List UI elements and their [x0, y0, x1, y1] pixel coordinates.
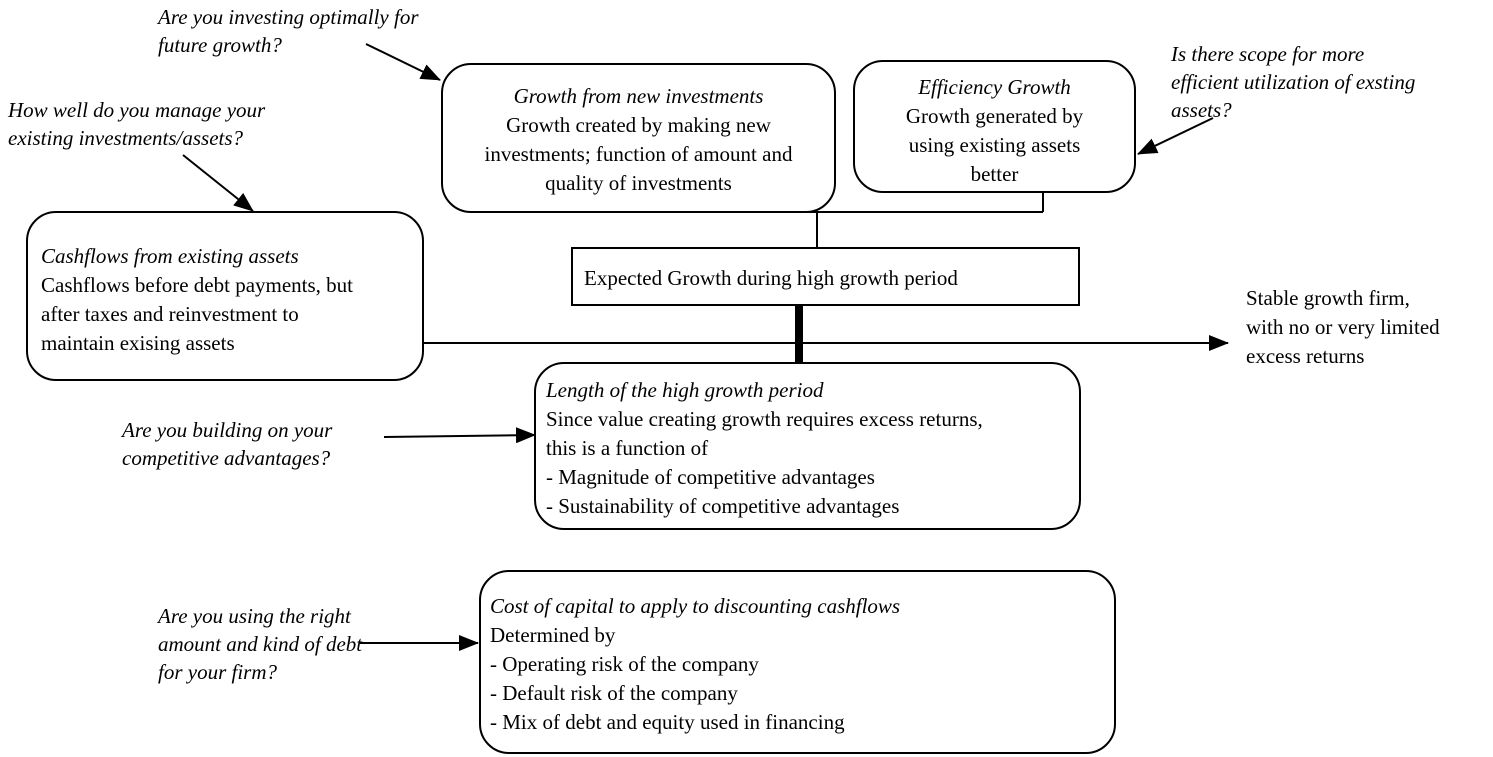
question-investing-line-2: future growth? [158, 33, 282, 57]
box-cashflows-title: Cashflows from existing assets [41, 244, 299, 268]
box-cost-of-capital-line-2: - Operating risk of the company [490, 652, 759, 676]
question-manage-line-1: How well do you manage your [8, 98, 266, 122]
box-cashflows-line-2: after taxes and reinvestment to [41, 302, 299, 326]
box-expected-growth-label: Expected Growth during high growth perio… [584, 266, 958, 290]
box-efficiency-line-2: using existing assets [908, 133, 1081, 157]
box-length-line-2: this is a function of [546, 436, 709, 460]
question-scope: Is there scope for more efficient utiliz… [1171, 40, 1415, 124]
question-debt: Are you using the right amount and kind … [158, 602, 362, 686]
box-efficiency-line-3: better [970, 162, 1019, 186]
box-length-line-3: - Magnitude of competitive advantages [546, 465, 875, 489]
box-new-investments-line-3: quality of investments [545, 171, 732, 195]
box-length-line-4: - Sustainability of competitive advantag… [546, 494, 900, 518]
question-investing-line-1: Are you investing optimally for [158, 5, 419, 29]
stable-growth-text: Stable growth firm, with no or very limi… [1246, 284, 1440, 371]
question-scope-line-2: efficient utilization of exsting [1171, 70, 1416, 94]
question-manage: How well do you manage your existing inv… [8, 96, 265, 152]
question-competitive-line-2: competitive advantages? [122, 446, 331, 470]
stable-growth-line-1: Stable growth firm, [1246, 286, 1410, 310]
question-scope-line-3: assets? [1171, 98, 1232, 122]
question-debt-line-3: for your firm? [158, 660, 278, 684]
question-debt-line-2: amount and kind of debt [158, 632, 363, 656]
box-length-line-1: Since value creating growth requires exc… [546, 407, 983, 431]
question-manage-line-2: existing investments/assets? [8, 126, 244, 150]
box-efficiency-title: Efficiency Growth [918, 75, 1071, 99]
box-cost-of-capital-line-3: - Default risk of the company [490, 681, 738, 705]
box-cost-of-capital-line-1: Determined by [490, 623, 616, 647]
box-length: Length of the high growth period Since v… [534, 362, 1081, 530]
box-cashflows-line-1: Cashflows before debt payments, but [41, 273, 354, 297]
question-scope-line-1: Is there scope for more [1171, 42, 1365, 66]
box-length-title: Length of the high growth period [546, 378, 824, 402]
box-cashflows: Cashflows from existing assets Cashflows… [26, 211, 424, 381]
box-new-investments-line-1: Growth created by making new [506, 113, 771, 137]
stable-growth-line-3: excess returns [1246, 344, 1365, 368]
box-expected-growth: Expected Growth during high growth perio… [571, 247, 1080, 306]
question-debt-line-1: Are you using the right [158, 604, 351, 628]
arrow-scope-question [1137, 117, 1214, 155]
stable-growth-line-2: with no or very limited [1246, 315, 1440, 339]
arrow-competitive-question [383, 427, 536, 444]
question-investing: Are you investing optimally for future g… [158, 3, 419, 59]
box-cashflows-line-3: maintain exising assets [41, 331, 235, 355]
box-efficiency-line-1: Growth generated by [905, 104, 1084, 128]
question-competitive: Are you building on your competitive adv… [122, 416, 332, 472]
question-competitive-line-1: Are you building on your [122, 418, 333, 442]
box-efficiency: Efficiency Growth Growth generated by us… [853, 60, 1136, 193]
arrow-manage-question [182, 154, 254, 212]
box-new-investments: Growth from new investments Growth creat… [441, 63, 836, 213]
box-cost-of-capital: Cost of capital to apply to discounting … [479, 570, 1116, 754]
box-cost-of-capital-line-4: - Mix of debt and equity used in financi… [490, 710, 845, 734]
box-new-investments-line-2: investments; function of amount and [484, 142, 793, 166]
box-new-investments-title: Growth from new investments [513, 84, 764, 108]
box-cost-of-capital-title: Cost of capital to apply to discounting … [490, 594, 901, 618]
arrow-investing-question [365, 43, 441, 81]
